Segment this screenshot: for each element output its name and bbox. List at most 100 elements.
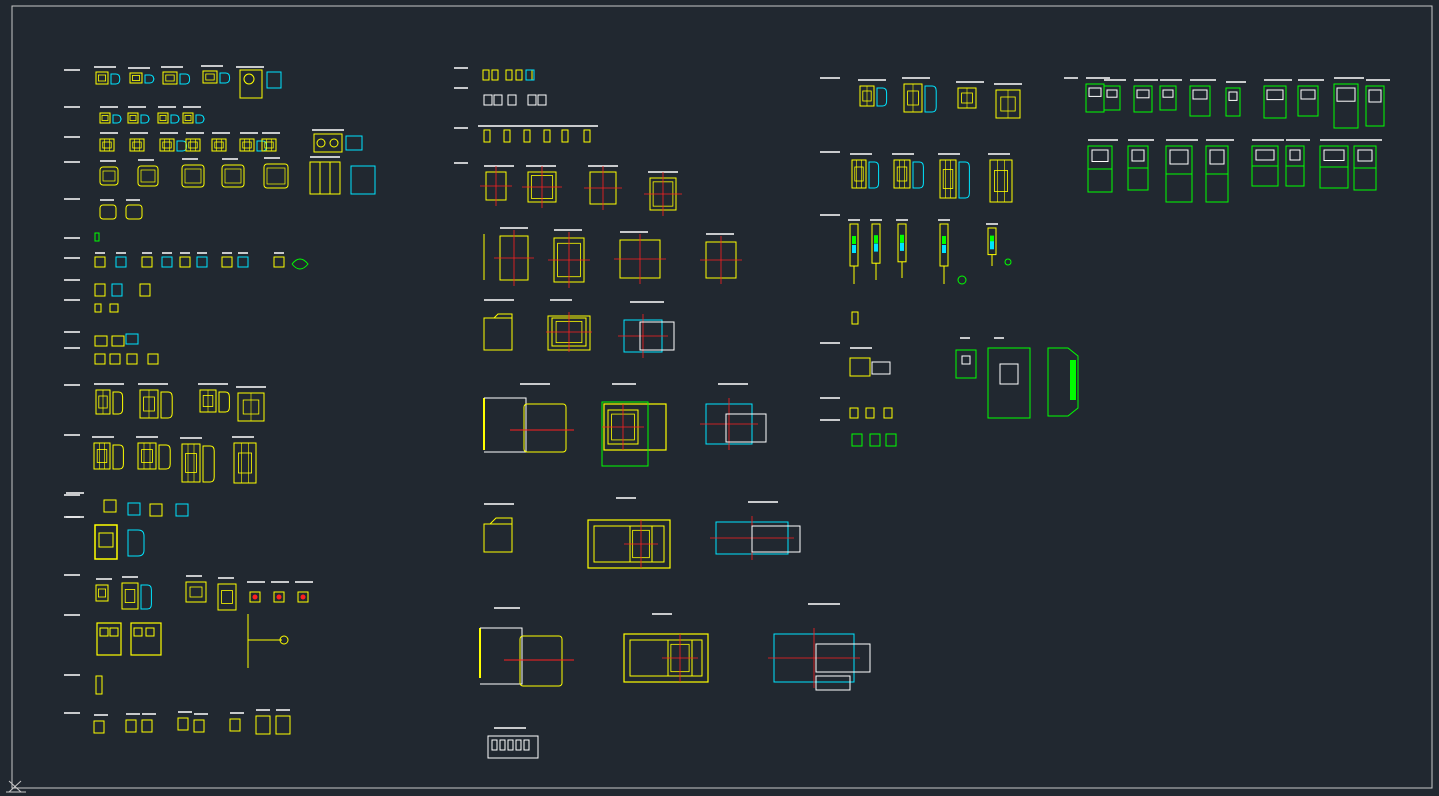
small-breaker xyxy=(507,94,517,106)
acb-xl-front xyxy=(623,633,709,683)
breaker-side-view xyxy=(868,161,880,189)
breaker-body xyxy=(239,138,255,152)
contactor-face xyxy=(140,169,156,183)
aux-contact xyxy=(141,256,153,268)
acb-large-cutout xyxy=(601,401,649,467)
breaker-body xyxy=(233,442,257,484)
breaker-window xyxy=(162,141,172,149)
breaker-window xyxy=(264,141,274,149)
accessory-module xyxy=(93,720,105,734)
signal-tower-base xyxy=(1004,258,1012,266)
breaker-side-view xyxy=(144,74,155,84)
inverter-display xyxy=(1106,89,1118,98)
din-breaker xyxy=(483,129,491,143)
breaker-body xyxy=(211,138,227,152)
signal-tower-cyan xyxy=(942,245,946,253)
acb-xl-base xyxy=(815,675,851,691)
fuse-symbol xyxy=(94,303,102,313)
breaker-side-view xyxy=(160,391,173,419)
aux-small xyxy=(865,407,875,419)
signal-tower-cyan xyxy=(900,242,904,251)
breaker-window xyxy=(184,115,192,121)
breaker-body xyxy=(129,72,143,84)
breaker-window xyxy=(124,589,136,603)
inverter-display xyxy=(1336,87,1356,102)
breaker-window xyxy=(165,74,175,82)
inverter-unit xyxy=(1263,85,1287,119)
inverter-display xyxy=(1368,89,1382,103)
aux-green xyxy=(869,433,881,447)
breaker-window xyxy=(101,115,109,121)
small-breaker-side xyxy=(525,69,535,81)
breaker-window xyxy=(854,166,864,182)
breaker-side-view xyxy=(202,445,215,483)
drive-large-side xyxy=(1047,347,1079,417)
signal-tower-cyan xyxy=(990,241,994,250)
breaker-side-view xyxy=(924,85,937,113)
group-breakers-and-contactors xyxy=(64,65,376,735)
aux-contact xyxy=(161,256,173,268)
inverter-display xyxy=(1228,91,1238,101)
contactor-body xyxy=(263,163,289,189)
aux-contact xyxy=(221,256,233,268)
contactor-face xyxy=(102,170,116,182)
breaker-window xyxy=(994,170,1009,192)
switch-side xyxy=(266,71,282,89)
din-breaker xyxy=(561,129,569,143)
fuse-symbol xyxy=(109,303,119,313)
breaker-window xyxy=(159,115,167,121)
inverter-unit xyxy=(1133,85,1153,113)
aux-small xyxy=(849,407,859,419)
breaker-side-view xyxy=(195,114,205,124)
inverter-unit xyxy=(1189,85,1211,117)
signal-tower-green xyxy=(852,236,856,244)
contactor-coil xyxy=(329,138,339,148)
breaker-body xyxy=(181,443,201,483)
drive-large xyxy=(987,347,1031,419)
breaker-body xyxy=(162,71,178,85)
terminal-small xyxy=(851,311,859,325)
small-breaker xyxy=(537,94,547,106)
aux-block xyxy=(111,283,123,297)
breaker-body xyxy=(93,442,111,470)
inverter-panel-display xyxy=(1131,149,1145,162)
acb-frame-white-large xyxy=(480,627,523,685)
auxiliary-relay xyxy=(109,353,121,365)
small-breaker xyxy=(505,69,513,81)
aux-green xyxy=(885,433,897,447)
inverter-panel-display xyxy=(1255,149,1275,161)
auxiliary-relay xyxy=(125,333,139,345)
inverter-display xyxy=(1088,87,1102,97)
acb-drawout-side xyxy=(483,517,513,553)
small-breaker xyxy=(493,94,503,106)
acb-xl-cut xyxy=(815,643,871,673)
inverter-unit xyxy=(1225,87,1241,117)
breaker-side-view xyxy=(179,73,191,85)
breaker-body xyxy=(185,581,207,603)
breaker-body xyxy=(159,138,175,152)
aux-small xyxy=(883,407,893,419)
acb-frame-white xyxy=(484,397,527,453)
auxiliary-relay xyxy=(94,335,108,347)
aux-contact xyxy=(94,256,106,268)
aux-contact xyxy=(115,256,127,268)
inverter-display xyxy=(1162,89,1174,98)
accessory-module xyxy=(255,715,271,735)
inverter-display xyxy=(1192,89,1208,100)
breaker-body xyxy=(121,582,139,610)
auxiliary-relay xyxy=(94,353,106,365)
relay-body xyxy=(125,204,143,220)
breaker-body xyxy=(99,138,115,152)
acb-large-side xyxy=(523,403,567,453)
auxiliary-relay xyxy=(111,335,125,347)
signal-tower-green xyxy=(900,234,904,243)
contactor-large-side xyxy=(350,165,376,195)
inverter-display xyxy=(1136,89,1150,99)
mccb-3p xyxy=(96,622,122,656)
drawing-frame xyxy=(11,5,1433,789)
contactor-body xyxy=(181,164,205,188)
aux-contact xyxy=(196,256,208,268)
breaker-side-view xyxy=(876,87,888,107)
